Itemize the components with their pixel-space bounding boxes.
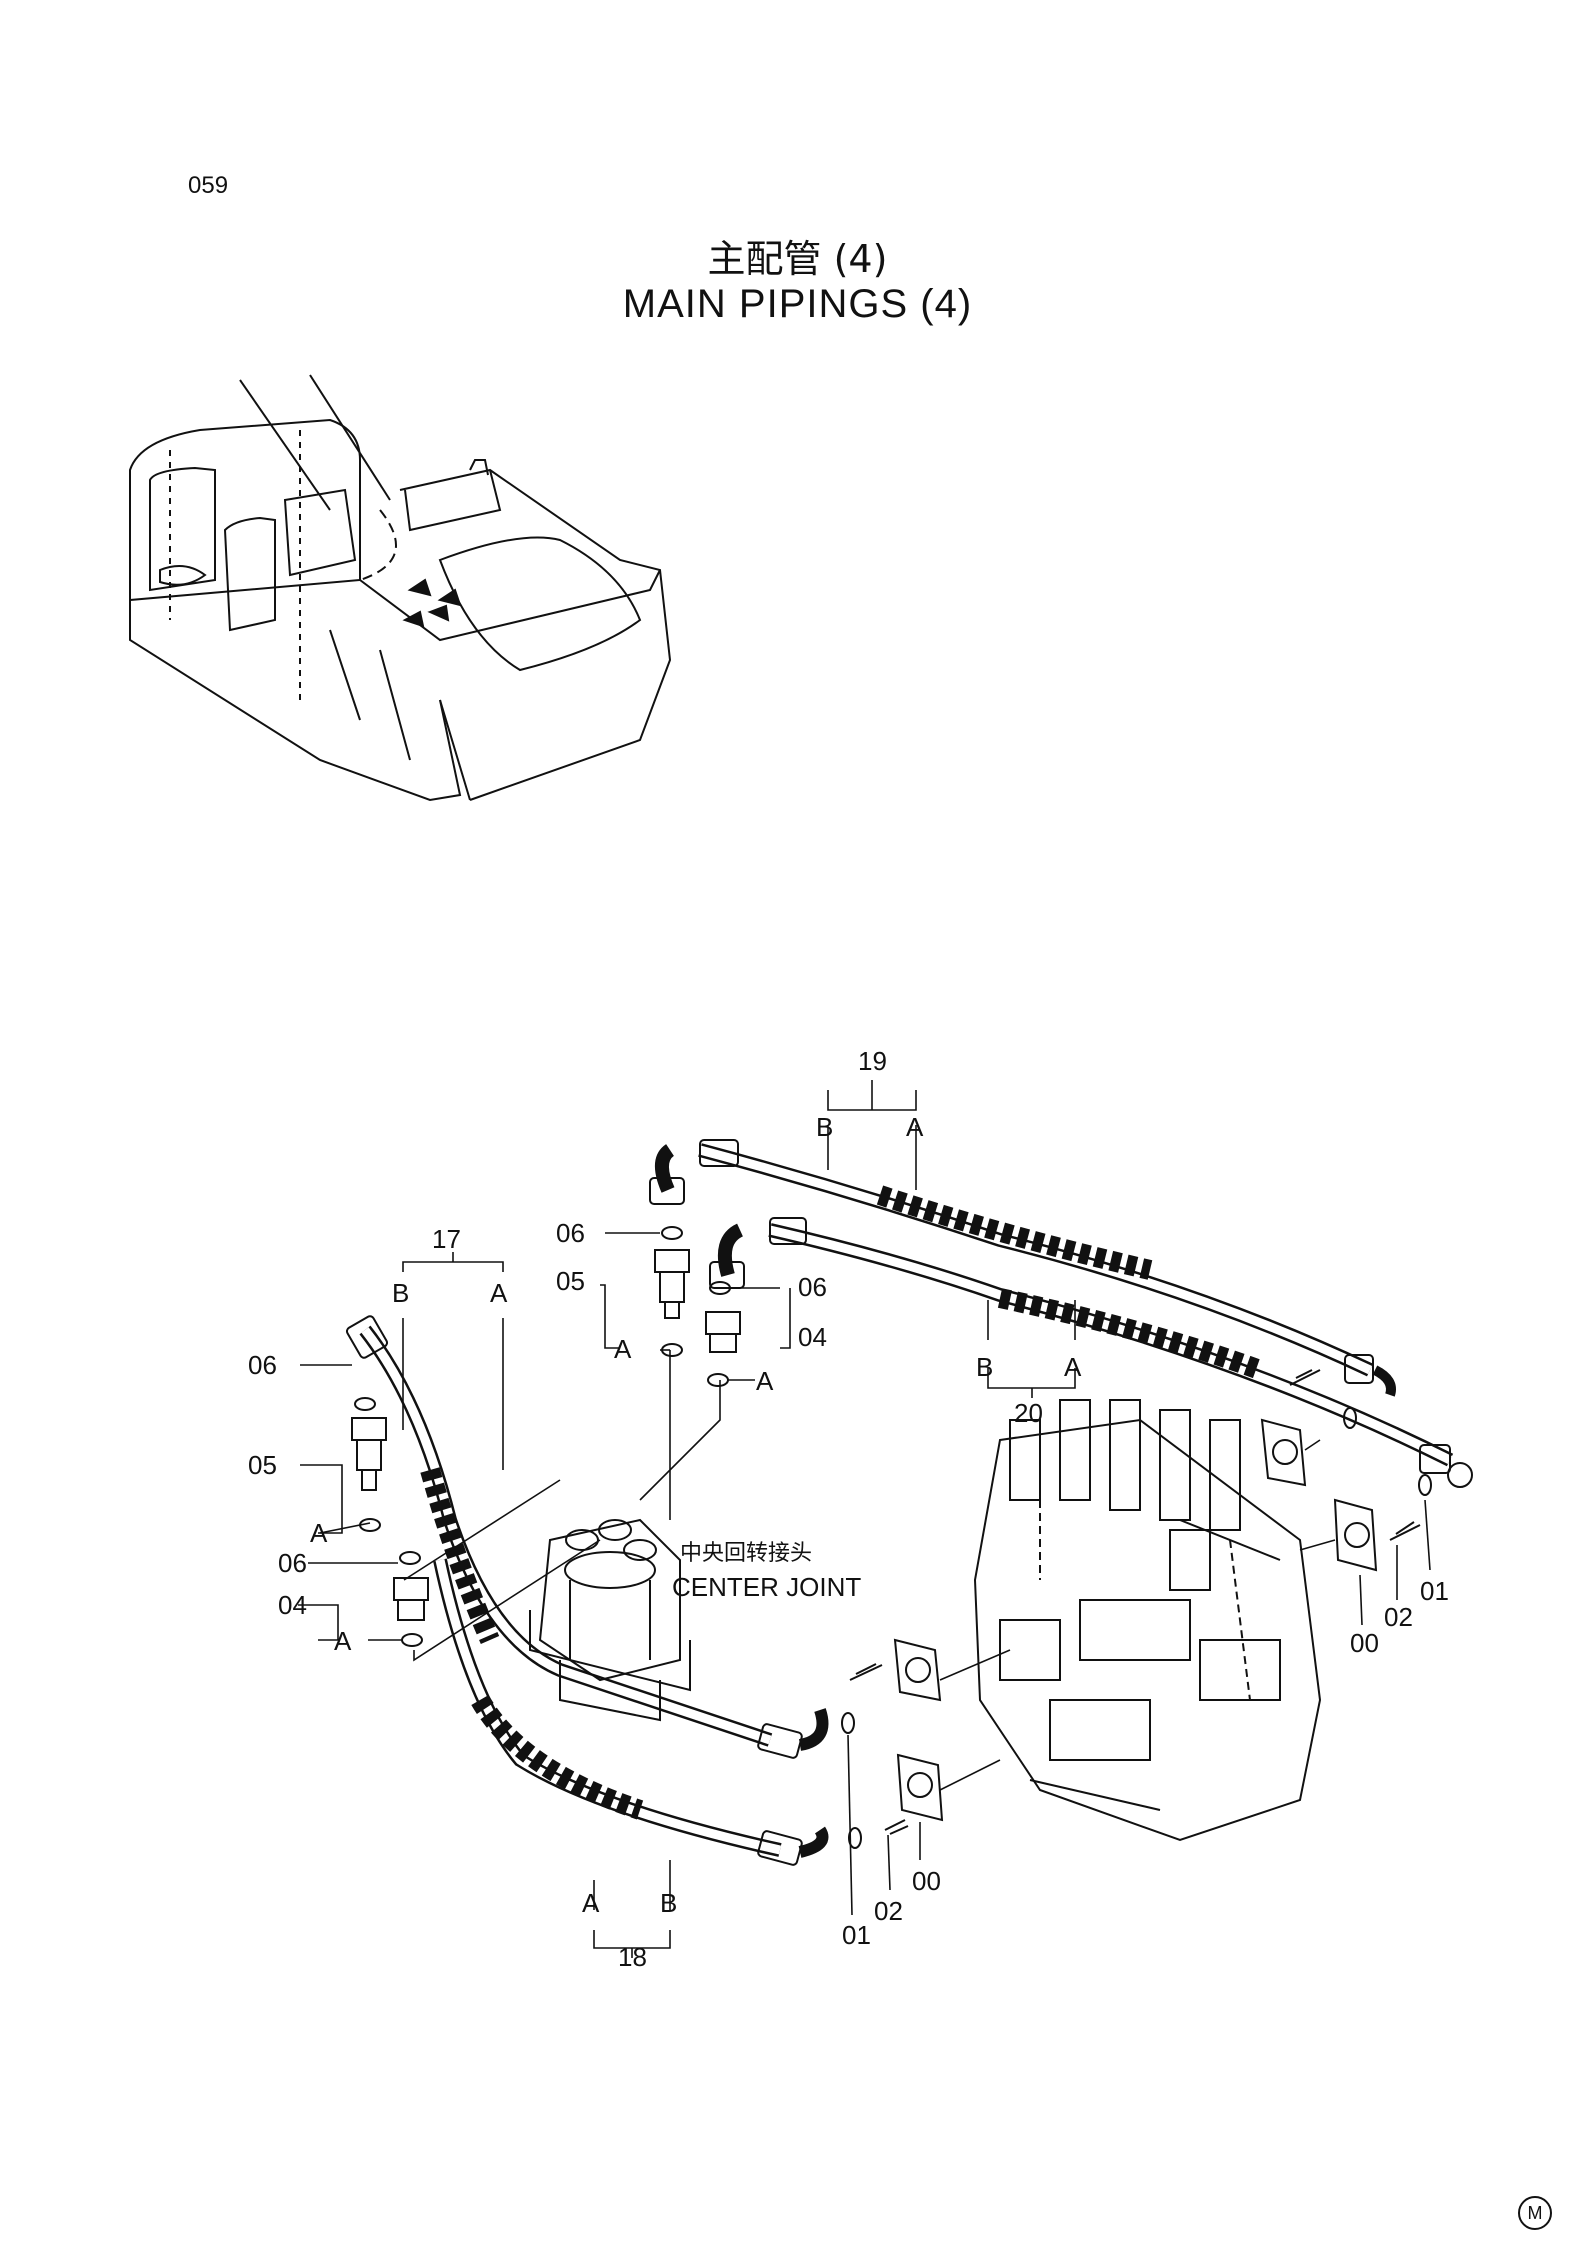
label-assembly-20: 20: [1014, 1398, 1043, 1428]
label-17-end-a: A: [490, 1278, 508, 1308]
hose-assembly-20: [709, 1217, 1473, 1488]
page-number: 059: [188, 172, 229, 199]
label-assembly-19: 19: [858, 1046, 887, 1076]
label-19-end-a: A: [906, 1112, 924, 1142]
label-center-joint-english: CENTER JOINT: [672, 1572, 861, 1602]
label-19-end-b: B: [816, 1112, 833, 1142]
page-title-chinese: 主配管 (4): [707, 237, 888, 281]
excavator-overview-illustration: [129, 374, 672, 802]
label-part-01-bottom: 01: [842, 1920, 871, 1950]
label-part-05-left: 05: [248, 1450, 277, 1480]
label-part-06-left-upper: 06: [248, 1350, 277, 1380]
leader-lines: [298, 1080, 1431, 1958]
label-part-00-right: 00: [1350, 1628, 1379, 1658]
label-a-top-left: A: [614, 1334, 632, 1364]
label-18-end-a: A: [582, 1888, 600, 1918]
label-a-left-upper: A: [310, 1518, 328, 1548]
hose-assembly-17: [345, 1315, 829, 1759]
label-assembly-18: 18: [618, 1942, 647, 1972]
page-title-english: MAIN PIPINGS (4): [622, 282, 973, 326]
hose-assembly-19: [649, 1139, 1396, 1397]
manufacturer-mark-icon: M: [1518, 2196, 1552, 2230]
label-part-06-top: 06: [556, 1218, 585, 1248]
label-part-00-bottom: 00: [912, 1866, 941, 1896]
label-assembly-17: 17: [432, 1224, 461, 1254]
hose-assembly-18: [433, 1558, 829, 1866]
label-18-end-b: B: [660, 1888, 677, 1918]
label-part-04-left: 04: [278, 1590, 307, 1620]
label-a-top-right: A: [756, 1366, 774, 1396]
label-part-06-mid: 06: [798, 1272, 827, 1302]
label-20-end-a: A: [1064, 1352, 1082, 1382]
flange-set-lower: [848, 1753, 944, 1849]
label-part-04-top: 04: [798, 1322, 827, 1352]
flange-set-right: [1333, 1474, 1432, 1572]
control-valve-illustration: [973, 1399, 1322, 1842]
flange-set-middle: [841, 1638, 942, 1734]
label-part-02-right: 02: [1384, 1602, 1413, 1632]
center-joint-illustration: [529, 1518, 691, 1722]
label-a-left-lower: A: [334, 1626, 352, 1656]
label-part-05-top: 05: [556, 1266, 585, 1296]
fittings-middle-group: [654, 1226, 741, 1387]
label-part-01-right: 01: [1420, 1576, 1449, 1606]
label-17-end-b: B: [392, 1278, 409, 1308]
label-20-end-b: B: [976, 1352, 993, 1382]
flange-set-upper-right: [1260, 1369, 1357, 1487]
label-part-02-bottom: 02: [874, 1896, 903, 1926]
label-part-06-left-lower: 06: [278, 1548, 307, 1578]
label-center-joint-chinese: 中央回转接头: [680, 1541, 812, 1566]
